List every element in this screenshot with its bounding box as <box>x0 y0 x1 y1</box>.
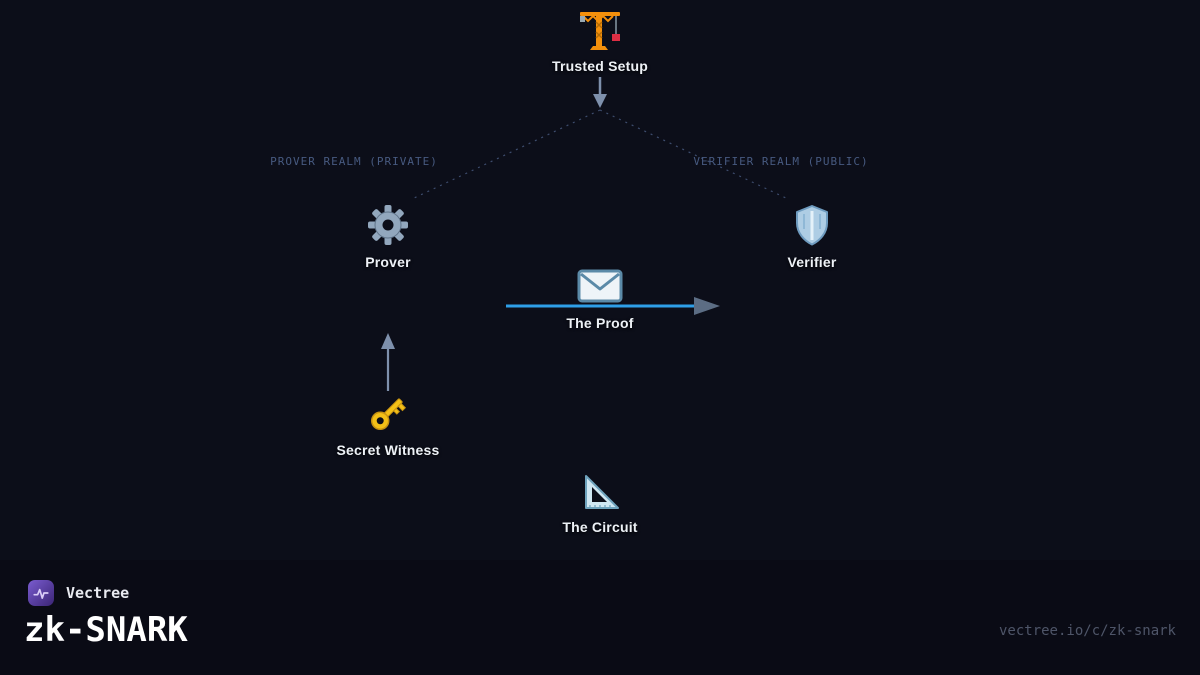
shield-icon <box>790 202 834 248</box>
proof-arrowhead <box>694 297 720 315</box>
footer: Vectree zk-SNARK vectree.io/c/zk-snark <box>0 560 1200 675</box>
envelope-icon <box>577 263 623 309</box>
node-label-proof: The Proof <box>566 315 634 331</box>
node-proof[interactable]: The Proof <box>520 263 680 331</box>
node-label-verifier: Verifier <box>787 254 837 270</box>
key-icon <box>366 390 410 436</box>
crane-icon <box>577 6 623 52</box>
node-label-trusted-setup: Trusted Setup <box>552 58 648 74</box>
verifier-realm-label: VERIFIER REALM (PUBLIC) <box>693 155 869 168</box>
node-circuit[interactable]: The Circuit <box>520 467 680 535</box>
prover-realm-label: PROVER REALM (PRIVATE) <box>270 155 438 168</box>
witness-arrowhead <box>381 333 395 349</box>
node-label-secret-witness: Secret Witness <box>336 442 440 458</box>
gear-icon <box>366 202 410 248</box>
node-verifier[interactable]: Verifier <box>732 202 892 270</box>
setup-arrowhead <box>593 94 607 108</box>
node-prover[interactable]: Prover <box>308 202 468 270</box>
brand-row: Vectree <box>28 580 129 606</box>
page-title: zk-SNARK <box>24 610 188 650</box>
vectree-logo-icon <box>28 580 54 606</box>
brand-name: Vectree <box>66 584 130 602</box>
share-url: vectree.io/c/zk-snark <box>998 623 1176 639</box>
node-label-circuit: The Circuit <box>562 519 638 535</box>
node-trusted-setup[interactable]: Trusted Setup <box>520 6 680 74</box>
triangle-ruler-icon <box>578 467 622 513</box>
node-secret-witness[interactable]: Secret Witness <box>288 390 488 458</box>
node-label-prover: Prover <box>365 254 411 270</box>
